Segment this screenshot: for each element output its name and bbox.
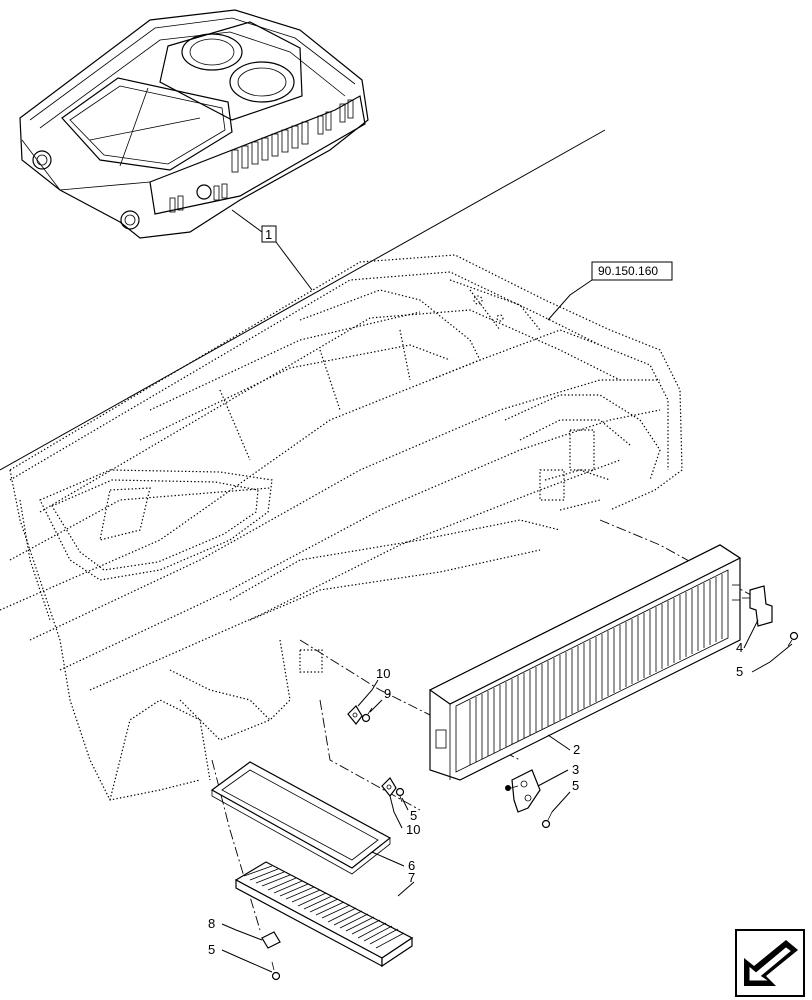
screw-part-5-right (787, 631, 799, 647)
callout-10a-label: 10 (376, 666, 390, 681)
callout-3: 3 (537, 762, 579, 787)
callout-2: 2 (547, 734, 580, 757)
callout-6-label: 6 (408, 858, 415, 873)
bracket-part-4 (742, 585, 773, 627)
callout-5c-label: 5 (410, 808, 417, 823)
callout-5b-label: 5 (572, 778, 579, 793)
screw-part-5-lower (541, 811, 553, 829)
callout-8: 8 (208, 916, 263, 941)
callout-1-label: 1 (265, 227, 272, 242)
callout-7: 7 (397, 870, 415, 897)
screw-part-5-bottom (271, 961, 281, 981)
cab-roof-frame-illustration (0, 254, 683, 801)
callout-5b: 5 (551, 778, 579, 813)
screw-part-5-mid (395, 787, 405, 803)
callout-10b-label: 10 (406, 822, 420, 837)
bracket-part-3 (505, 769, 541, 813)
callout-4: 4 (736, 619, 759, 655)
callout-6: 6 (371, 851, 415, 873)
callout-4-label: 4 (736, 640, 743, 655)
callout-9-label: 9 (384, 686, 391, 701)
arrow-left-down-icon[interactable] (735, 929, 805, 997)
callout-5d-label: 5 (208, 942, 215, 957)
reference-box-label[interactable]: 90.150.160 (598, 264, 658, 278)
callout-10a: 10 (357, 666, 390, 707)
cabin-filter-part-7 (234, 861, 414, 968)
clip-part-8 (261, 931, 281, 949)
reference-link[interactable]: 90.150.160 (547, 261, 673, 321)
callout-5c: 5 (401, 797, 417, 823)
callout-5a-label: 5 (736, 664, 743, 679)
callout-10b: 10 (389, 795, 420, 837)
evaporator-core-part-2 (428, 544, 742, 781)
roof-separator-line (0, 129, 606, 471)
screw-part-9 (361, 707, 373, 723)
callout-8-label: 8 (208, 916, 215, 931)
callout-3-label: 3 (572, 762, 579, 777)
callout-2-label: 2 (573, 742, 580, 757)
callout-9: 9 (369, 686, 391, 713)
callout-5d: 5 (208, 942, 273, 973)
callout-1: 1 (231, 209, 313, 291)
clip-part-10-lower (381, 777, 397, 797)
callout-5a: 5 (736, 643, 793, 679)
clip-part-10-upper (347, 705, 363, 725)
roof-assembly-illustration (19, 9, 369, 239)
gasket-frame-part-6 (210, 761, 392, 875)
callout-7-label: 7 (408, 870, 415, 885)
